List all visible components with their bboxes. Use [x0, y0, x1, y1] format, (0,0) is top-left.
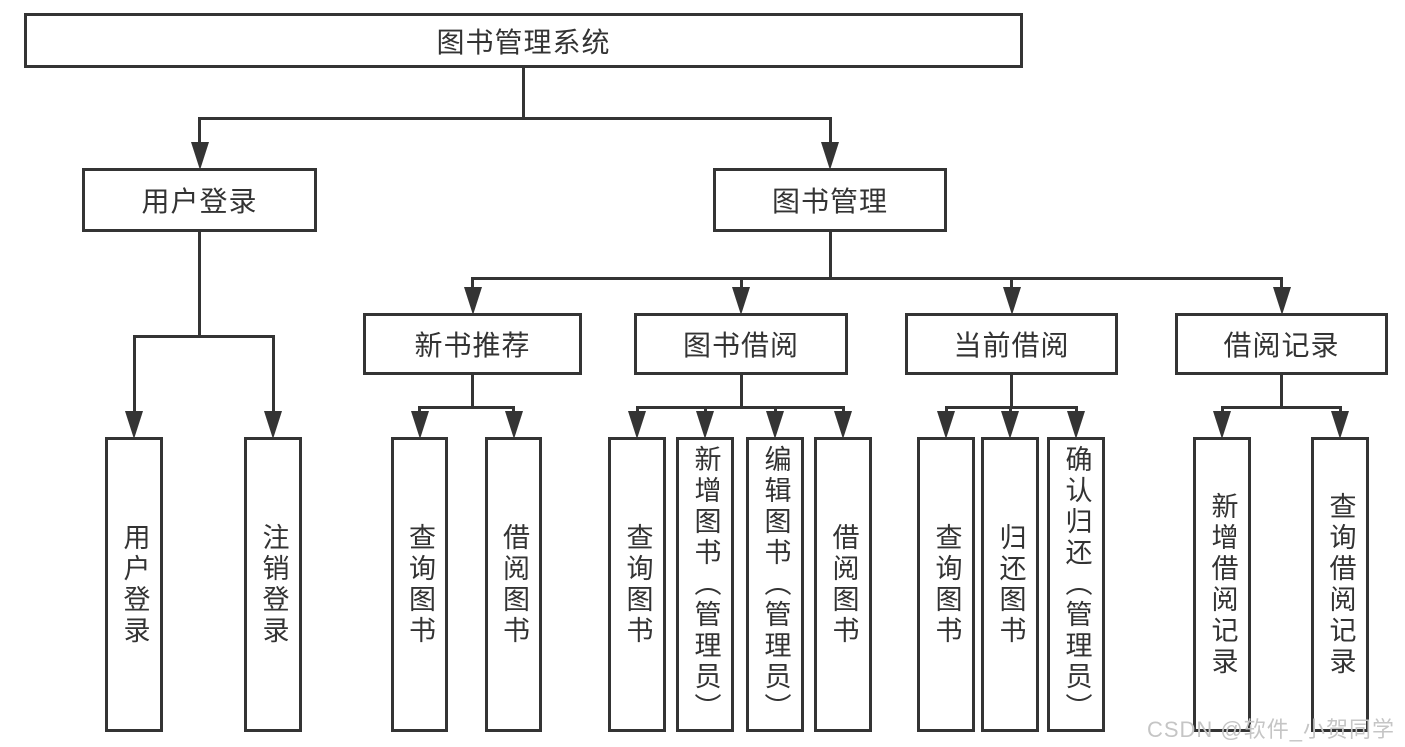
arrow-down-icon: [190, 142, 209, 170]
connector-drop: [828, 118, 832, 144]
connector-drop: [1010, 278, 1013, 289]
node-bb-edit: 编辑图书（管理员）: [746, 437, 804, 732]
connector-bar: [418, 405, 515, 409]
node-new-book-rec: 新书推荐: [363, 313, 582, 375]
connector-drop: [1008, 407, 1012, 413]
connector-drop: [841, 407, 845, 413]
arrow-down-icon: [766, 411, 784, 439]
arrow-down-icon: [125, 411, 143, 439]
node-logout: 注销登录: [244, 437, 302, 732]
node-nbr-query: 查询图书: [391, 437, 448, 732]
connector-drop: [271, 336, 275, 413]
arrow-down-icon: [628, 411, 646, 439]
node-bb-add: 新增图书（管理员）: [676, 437, 734, 732]
connector-stem: [522, 67, 525, 120]
node-user-login-leaf: 用户登录: [105, 437, 163, 732]
connector-drop: [418, 407, 421, 413]
arrow-down-icon: [1331, 411, 1349, 439]
connector-bar: [635, 405, 845, 409]
connector-bar: [471, 276, 1283, 280]
arrow-down-icon: [732, 287, 750, 315]
connector-stem: [1280, 374, 1283, 409]
node-borrow-records: 借阅记录: [1175, 313, 1388, 375]
arrow-down-icon: [410, 411, 429, 439]
arrow-down-icon: [1001, 411, 1019, 439]
connector-drop: [132, 336, 136, 413]
connector-drop: [471, 278, 474, 289]
node-bb-borrow: 借阅图书: [814, 437, 872, 732]
node-cb-confirm: 确认归还（管理员）: [1047, 437, 1105, 732]
arrow-down-icon: [821, 142, 839, 170]
connector-stem: [1010, 374, 1013, 409]
csdn-watermark: CSDN @软件_小贺同学: [1146, 717, 1395, 742]
node-br-query: 查询借阅记录: [1311, 437, 1369, 732]
connector-drop: [198, 118, 201, 144]
arrow-down-icon: [1067, 411, 1085, 439]
connector-bar: [132, 334, 275, 338]
node-cb-return: 归还图书: [981, 437, 1039, 732]
arrow-down-icon: [696, 411, 714, 439]
arrow-down-icon: [1002, 287, 1021, 315]
node-root: 图书管理系统: [24, 13, 1023, 68]
connector-drop: [1280, 278, 1283, 289]
arrow-down-icon: [504, 411, 523, 439]
arrow-down-icon: [1213, 411, 1231, 439]
arrow-down-icon: [1272, 287, 1291, 315]
connector-bar: [198, 116, 832, 120]
arrow-down-icon: [264, 411, 282, 439]
connector-drop: [1074, 407, 1078, 413]
node-br-add: 新增借阅记录: [1193, 437, 1251, 732]
arrow-down-icon: [937, 411, 955, 439]
connector-drop: [944, 407, 948, 413]
connector-drop: [512, 407, 515, 413]
node-book-mgmt: 图书管理: [713, 168, 947, 232]
connector-stem: [828, 231, 832, 280]
arrow-down-icon: [834, 411, 852, 439]
connector-drop: [773, 407, 777, 413]
connector-stem: [198, 231, 201, 338]
connector-drop: [1220, 407, 1224, 413]
node-cb-query: 查询图书: [917, 437, 975, 732]
connector-stem: [471, 374, 474, 409]
connector-drop: [1338, 407, 1342, 413]
arrow-down-icon: [463, 287, 482, 315]
node-bb-query: 查询图书: [608, 437, 666, 732]
connector-drop: [703, 407, 707, 413]
connector-stem: [739, 374, 743, 409]
connector-drop: [739, 278, 743, 289]
connector-bar: [1220, 405, 1342, 409]
node-user-login: 用户登录: [82, 168, 317, 232]
node-current-borrow: 当前借阅: [905, 313, 1118, 375]
node-nbr-borrow: 借阅图书: [485, 437, 542, 732]
connector-drop: [635, 407, 639, 413]
node-book-borrow: 图书借阅: [634, 313, 848, 375]
